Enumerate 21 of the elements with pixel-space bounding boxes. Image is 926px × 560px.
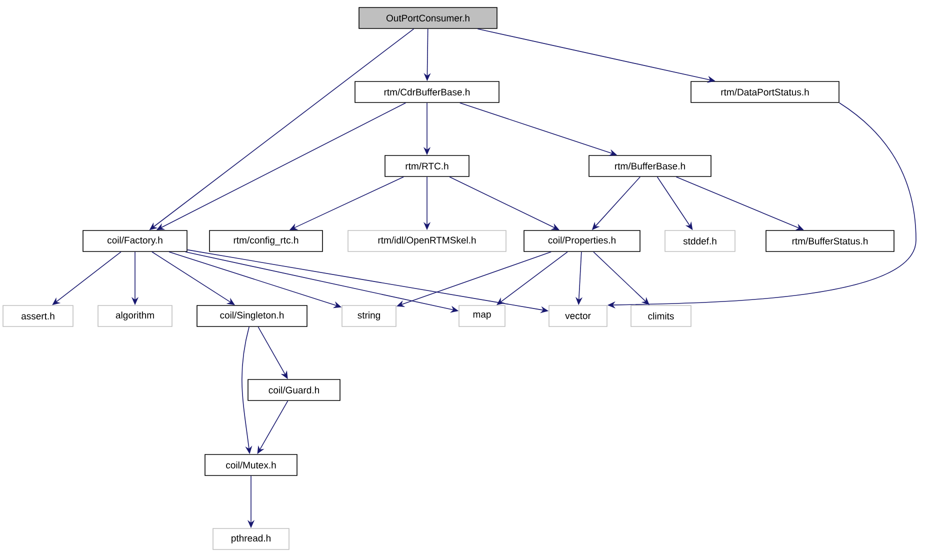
file-box: rtm/BufferBase.h	[588, 155, 712, 177]
file-box: climits	[630, 305, 692, 327]
file-box: map	[458, 305, 506, 327]
file-box: coil/Properties.h	[524, 230, 640, 252]
file-box: coil/Guard.h	[248, 379, 340, 401]
file-box: pthread.h	[212, 528, 290, 550]
file-box: vector	[548, 305, 608, 327]
file-box: rtm/idl/OpenRTMSkel.h	[348, 230, 506, 252]
file-box: stddef.h	[664, 230, 736, 252]
file-box: coil/Factory.h	[82, 230, 188, 252]
file-box: rtm/BufferStatus.h	[766, 230, 894, 252]
file-box: coil/Mutex.h	[204, 454, 298, 476]
file-box: rtm/RTC.h	[384, 155, 470, 177]
file-box: coil/Singleton.h	[196, 305, 308, 327]
file-box: string	[342, 305, 396, 327]
file-box: algorithm	[98, 305, 172, 327]
file-box: assert.h	[2, 305, 74, 327]
file-box: rtm/config_rtc.h	[209, 230, 323, 252]
file-box: rtm/CdrBufferBase.h	[354, 81, 500, 103]
file-box: OutPortConsumer.h	[358, 7, 498, 29]
file-box: rtm/DataPortStatus.h	[690, 81, 840, 103]
